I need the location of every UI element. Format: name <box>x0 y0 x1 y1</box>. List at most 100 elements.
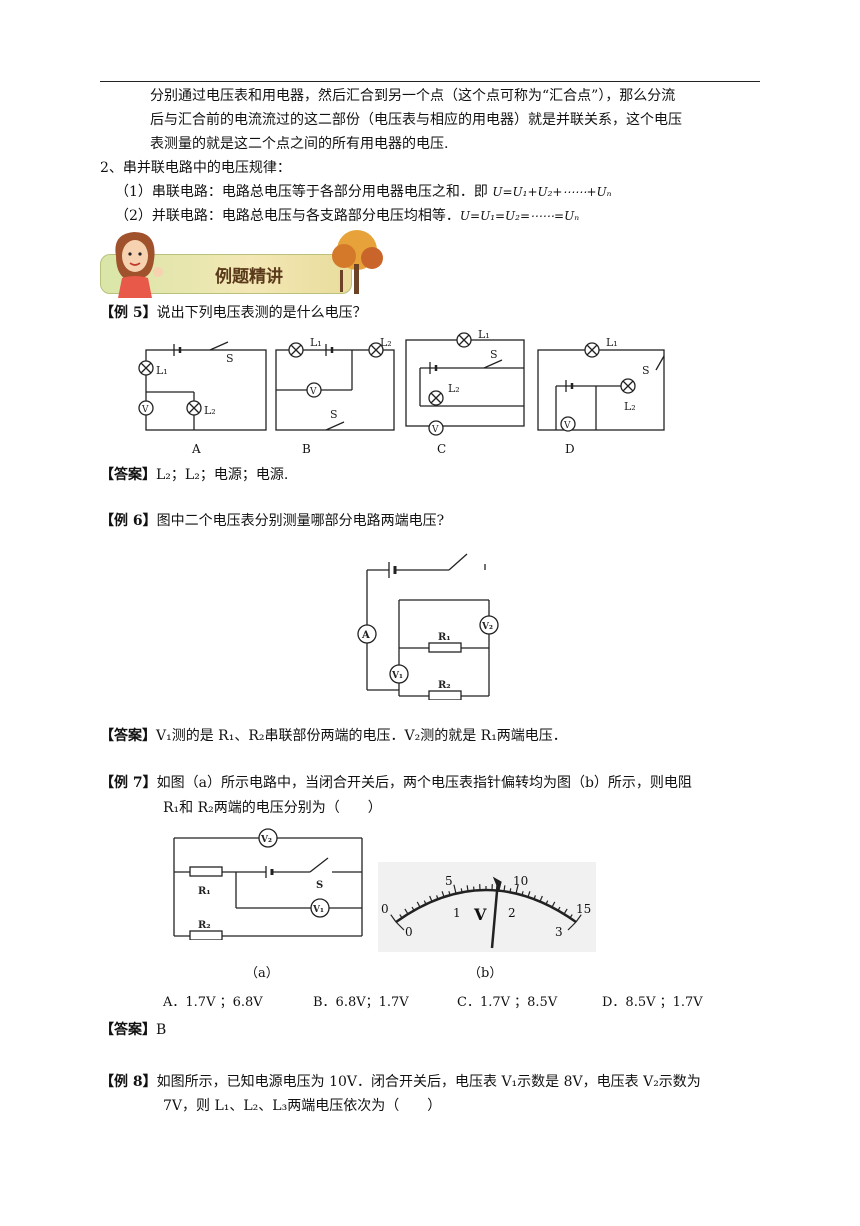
banner-title: 例题精讲 <box>215 267 283 287</box>
section-banner: 例题精讲 <box>100 226 390 298</box>
ex7-answer-text: B <box>156 1022 167 1038</box>
svg-text:R₁: R₁ <box>198 886 211 897</box>
ex7-tag: 【例 7】 <box>100 775 157 791</box>
meter-tick <box>551 901 556 908</box>
meter-tick <box>539 895 543 902</box>
svg-text:S: S <box>642 364 650 377</box>
ex7-question-line-1: 【例 7】如图（a）所示电路中，当闭合开关后，两个电压表指针偏转均为图（b）所示… <box>100 772 692 792</box>
circuit-c: L₁ L₂ S V <box>405 330 525 436</box>
meter-tick <box>527 891 531 898</box>
svg-text:L₁: L₁ <box>478 330 490 341</box>
ex5-label-b: B <box>302 442 311 456</box>
ex5-tag: 【例 5】 <box>100 305 157 321</box>
svg-text:L₁: L₁ <box>310 336 322 349</box>
svg-text:L₂: L₂ <box>624 400 636 413</box>
svg-text:R₁: R₁ <box>438 632 451 643</box>
ex5-answer-tag: 【答案】 <box>100 467 156 483</box>
ex6-answer-text: V₁测的是 R₁、R₂串联部份两端的电压．V₂测的就是 R₁两端电压． <box>156 728 567 744</box>
series-formula: U=U₁+U₂+⋯⋯+Uₙ <box>492 185 612 199</box>
svg-text:V₂: V₂ <box>481 622 493 632</box>
ex7-meter-dial <box>390 876 582 949</box>
meter-outer-15: 15 <box>576 902 592 916</box>
ex7-option-b[interactable]: B．6.8V；1.7V <box>313 995 409 1010</box>
meter-tick <box>404 908 409 915</box>
header-rule <box>100 81 760 82</box>
meter-tick <box>575 914 582 923</box>
ex5-question: 【例 5】说出下列电压表测的是什么电压？ <box>100 302 367 322</box>
meter-tick <box>545 900 549 905</box>
ex7-question-text-1: 如图（a）所示电路中，当闭合开关后，两个电压表指针偏转均为图（b）所示，则电阻 <box>156 775 692 791</box>
intro-line-2: 后与汇合前的电流流过的这二部份（电压表与相应的用电器）就是并联关系，这个电压 <box>150 112 682 128</box>
ex5-label-c: C <box>437 442 447 456</box>
svg-text:L₂: L₂ <box>204 404 216 417</box>
meter-inner-3: 3 <box>555 925 563 939</box>
meter-symbol: V <box>474 905 487 924</box>
ex8-question-text-1: 如图所示，已知电源电压为 10V．闭合开关后，电压表 V₁示数是 8V，电压表 … <box>156 1074 701 1090</box>
meter-tick <box>460 888 463 893</box>
ex7-option-c[interactable]: C．1.7V ；8.5V <box>457 995 558 1010</box>
svg-text:S: S <box>316 880 323 891</box>
meter-outer-0: 0 <box>381 902 389 916</box>
parallel-text: （2）并联电路：电路总电压与各支路部分电压均相等． <box>115 208 460 224</box>
meter-inner-2: 2 <box>508 906 516 920</box>
ex6-question-text: 图中二个电压表分别测量哪部分电路两端电压? <box>156 513 445 529</box>
svg-text:L₁: L₁ <box>156 364 168 377</box>
meter-tick <box>390 914 397 923</box>
ex7-fig-a-label: （a） <box>245 966 279 981</box>
ex6-tag: 【例 6】 <box>100 513 157 529</box>
svg-text:S: S <box>226 352 234 365</box>
ex7-option-a[interactable]: A．1.7V ；6.8V <box>163 995 263 1010</box>
svg-text:R₂: R₂ <box>438 680 451 691</box>
intro-line-1: 分别通过电压表和用电器，然后汇合到另一个点（这个点可称为“汇合点”），那么分流 <box>150 88 676 104</box>
meter-tick <box>563 908 568 915</box>
meter-tick <box>441 891 445 898</box>
meter-tick <box>411 906 415 911</box>
svg-text:V: V <box>141 405 149 415</box>
meter-tick <box>429 895 433 902</box>
ex8-question-line-1: 【例 8】如图所示，已知电源电压为 10V．闭合开关后，电压表 V₁示数是 8V… <box>100 1071 701 1091</box>
meter-tick <box>569 914 573 919</box>
meter-inner-0: 0 <box>405 925 413 939</box>
series-text: （1）串联电路：电路总电压等于各部分用电器电压之和．即 <box>115 184 493 200</box>
ex6-answer: 【答案】V₁测的是 R₁、R₂串联部份两端的电压．V₂测的就是 R₁两端电压． <box>100 725 567 745</box>
ex5-circuits: L₁ L₂ S V L₁ L₂ S V L₁ L₂ S V <box>138 330 665 436</box>
ex8-tag: 【例 8】 <box>100 1074 157 1090</box>
teacher-illustration <box>115 232 163 298</box>
meter-tick <box>416 901 421 908</box>
series-rule: （1）串联电路：电路总电压等于各部分用电器电压之和．即 U=U₁+U₂+⋯⋯+U… <box>115 181 612 201</box>
svg-text:V: V <box>431 425 439 435</box>
svg-text:V: V <box>563 421 571 431</box>
ex5-answer-text: L₂；L₂；电源；电源. <box>156 467 289 483</box>
ex7-option-d[interactable]: D．8.5V ；1.7V <box>602 995 703 1010</box>
ex5-question-text: 说出下列电压表测的是什么电压？ <box>156 305 367 321</box>
svg-text:R₂: R₂ <box>198 920 211 931</box>
meter-outer-5: 5 <box>445 874 453 888</box>
meter-tick <box>521 891 524 896</box>
ex7-fig-b-label: （b） <box>468 966 503 981</box>
svg-text:L₁: L₁ <box>606 336 618 349</box>
parallel-formula: U=U₁=U₂=⋯⋯=Uₙ <box>459 209 580 223</box>
svg-text:L₂: L₂ <box>448 382 460 395</box>
ex6-answer-tag: 【答案】 <box>100 728 156 744</box>
svg-text:V₂: V₂ <box>260 835 272 845</box>
ex7-question-line-2: R₁和 R₂两端的电压分别为（ ） <box>163 800 382 816</box>
meter-tick <box>509 888 512 893</box>
ex8-question-line-2: 7V，则 L₁、L₂、L₃两端电压依次为（ ） <box>163 1098 442 1114</box>
intro-line-3: 表测量的就是这二个点之间的所有用电器的电压. <box>150 136 449 152</box>
ex5-label-d: D <box>565 442 575 456</box>
meter-inner-1: 1 <box>453 906 461 920</box>
ex7-answer: 【答案】B <box>100 1019 166 1039</box>
meter-tick <box>503 885 506 892</box>
svg-text:A: A <box>361 630 370 641</box>
svg-text:V: V <box>309 387 317 397</box>
meter-tick <box>515 884 519 894</box>
ex6-circuit: A V₂ V₁ R₁ R₂ <box>357 553 499 700</box>
rule-heading: 2、串并联电路中的电压规律： <box>100 160 291 176</box>
parallel-rule: （2）并联电路：电路总电压与各支路部分电压均相等．U=U₁=U₂=⋯⋯=Uₙ <box>115 205 579 225</box>
circuit-b: L₁ L₂ S V <box>275 336 395 431</box>
circuit-d: L₁ L₂ S V <box>537 336 665 432</box>
meter-tick <box>399 914 403 919</box>
svg-text:V₁: V₁ <box>312 905 324 915</box>
meter-tick <box>448 891 451 896</box>
ex5-answer: 【答案】L₂；L₂；电源；电源. <box>100 464 288 484</box>
